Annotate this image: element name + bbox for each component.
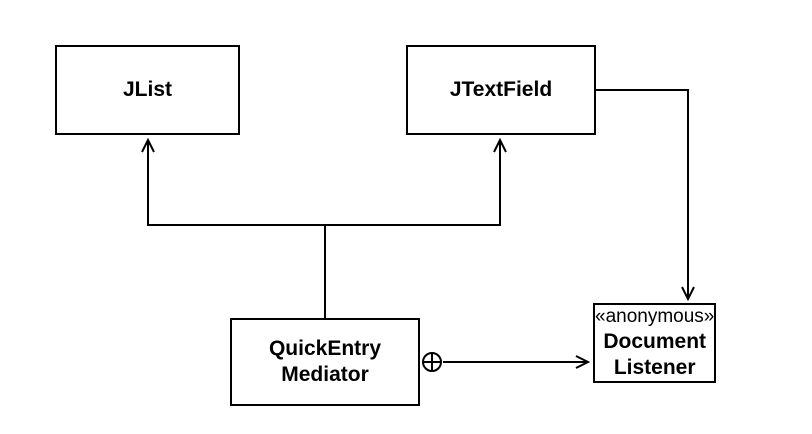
class-name-quickentrymediator-line1: QuickEntry (268, 336, 382, 360)
class-name-quickentrymediator-line2: Mediator (281, 363, 369, 386)
class-box-jlist: JList (55, 45, 240, 135)
class-box-jtextfield: JTextField (406, 45, 596, 135)
class-box-quickentrymediator: QuickEntry Mediator (230, 318, 420, 406)
class-name-documentlistener-line2: Listener (613, 356, 696, 379)
class-name-jtextfield: JTextField (449, 77, 553, 101)
stereotype-anonymous: «anonymous» (595, 306, 715, 327)
class-name-jlist: JList (122, 77, 172, 101)
class-name-documentlistener-line1: Document (603, 329, 707, 353)
circle-plus-icon (422, 352, 442, 372)
edge-jtextfield-to-listener (596, 89, 695, 302)
class-box-documentlistener: «anonymous» Document Listener (593, 303, 717, 384)
